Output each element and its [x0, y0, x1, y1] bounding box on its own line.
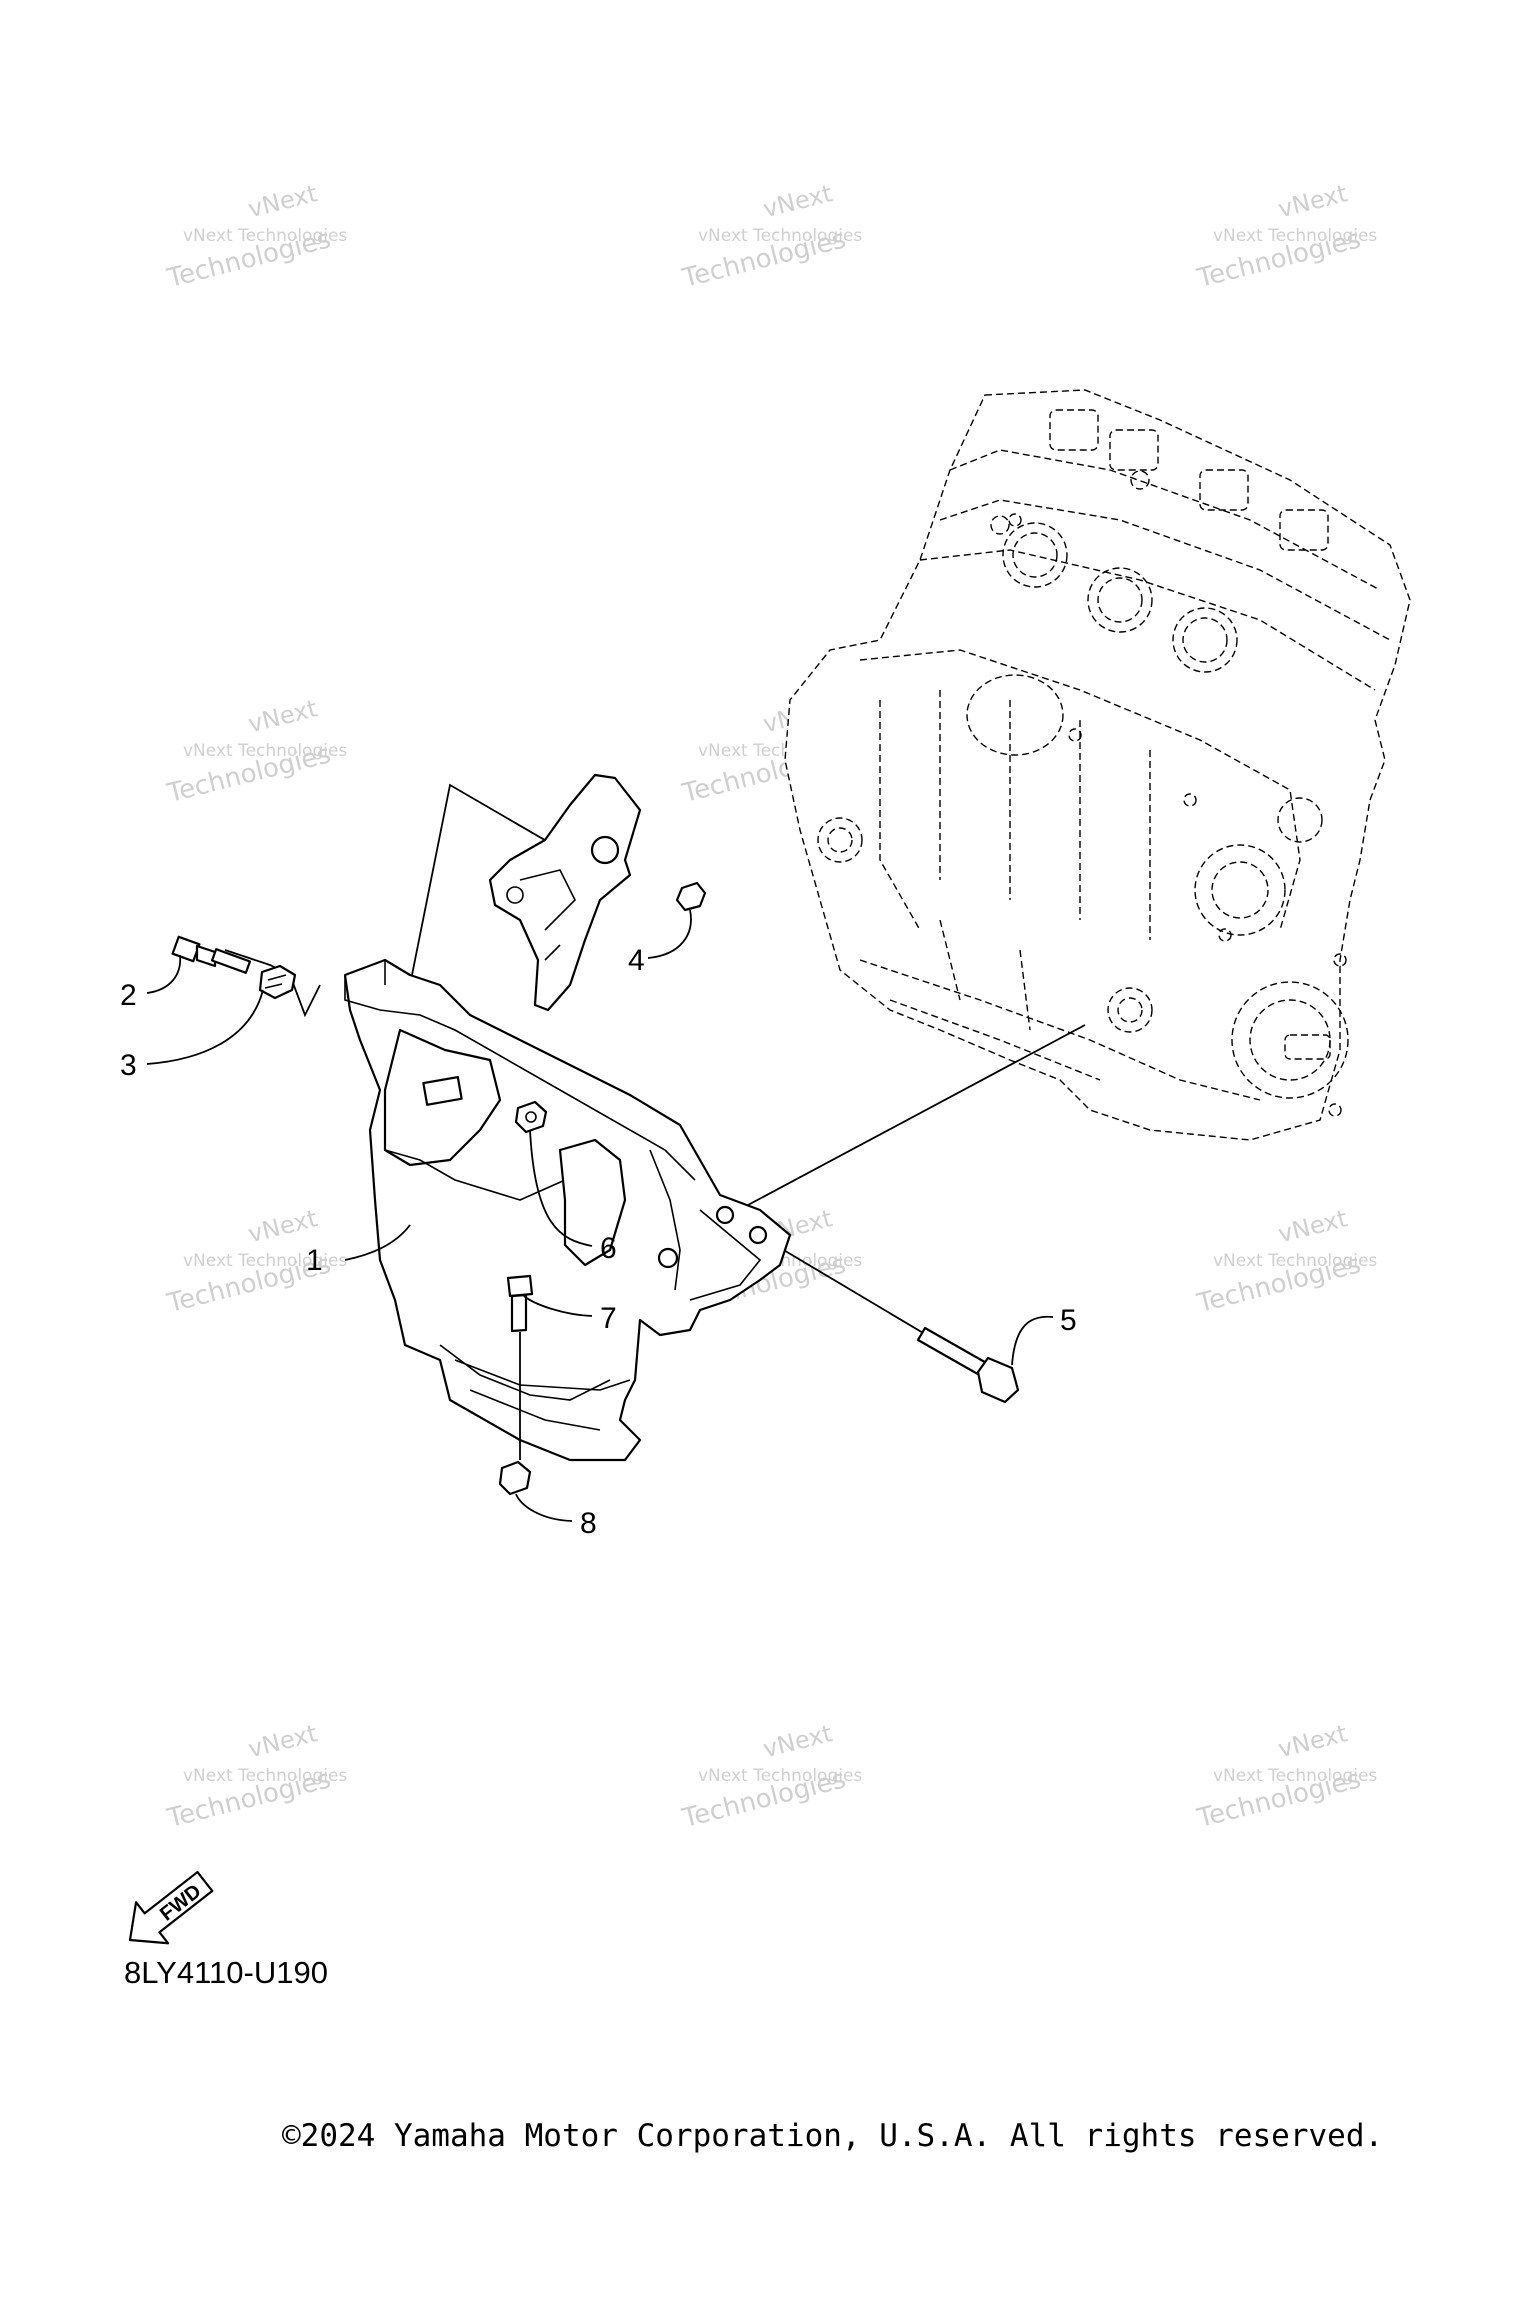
watermark: vNext vNext Technologies Technologies — [1194, 1204, 1378, 1319]
forward-arrow-icon: FWD — [128, 1870, 214, 1945]
watermark: vNext vNext Technologies Technologies — [1194, 179, 1378, 294]
watermark: vNext vNext Technologies Technologies — [679, 1719, 863, 1834]
diagram-code: 8LY4110-U190 — [124, 1955, 328, 1990]
watermark-line1: vNext — [245, 179, 320, 223]
watermark-line2: vNext Technologies — [1213, 1251, 1377, 1271]
part-5-bolt — [916, 1326, 1020, 1404]
watermark-line1: vNext — [245, 1204, 320, 1248]
watermark-line1: vNext — [1275, 179, 1350, 223]
watermark-line2: vNext Technologies — [698, 1766, 862, 1786]
watermark: vNext vNext Technologies Technologies — [164, 179, 348, 294]
watermark-line1: vNext — [245, 1719, 320, 1763]
engine-reference-outline — [784, 389, 1411, 1141]
part-8-nut — [498, 1460, 532, 1496]
part-4-nut — [675, 881, 707, 912]
callout-7: 7 — [600, 1302, 617, 1335]
watermark-line1: vNext — [1275, 1719, 1350, 1763]
upper-bracket — [488, 773, 642, 1012]
callout-leaders — [146, 909, 1054, 1522]
part-6-nut — [514, 1100, 548, 1134]
callout-5: 5 — [1060, 1304, 1077, 1337]
watermark-line2: vNext Technologies — [1213, 1766, 1377, 1786]
callout-8: 8 — [580, 1507, 597, 1540]
watermark-line2: vNext Technologies — [1213, 226, 1377, 246]
callout-labels: 1 2 3 4 5 6 7 8 — [120, 944, 1077, 1540]
watermark: vNext vNext Technologies Technologies — [164, 1719, 348, 1834]
watermark: vNext vNext Technologies Technologies — [1194, 1719, 1378, 1834]
part-3-clip — [258, 964, 297, 1000]
watermark-line1: vNext — [760, 1719, 835, 1763]
watermark-line1: vNext — [760, 179, 835, 223]
watermark-line2: vNext Technologies — [183, 741, 347, 761]
callout-3: 3 — [120, 1049, 137, 1082]
part-1-bracket — [343, 958, 792, 1462]
callout-1: 1 — [306, 1244, 323, 1277]
callout-4: 4 — [628, 944, 645, 977]
callout-2: 2 — [120, 979, 137, 1012]
copyright-notice: ©2024 Yamaha Motor Corporation, U.S.A. A… — [282, 2118, 1384, 2154]
watermark: vNext vNext Technologies Technologies — [164, 694, 348, 809]
watermark-line2: vNext Technologies — [183, 1251, 347, 1271]
part-7-bolt — [506, 1274, 534, 1333]
watermark: vNext vNext Technologies Technologies — [679, 179, 863, 294]
watermark-line1: vNext — [1275, 1204, 1350, 1248]
watermark-line2: vNext Technologies — [183, 226, 347, 246]
watermark-line1: vNext — [245, 694, 320, 738]
watermark-line2: vNext Technologies — [698, 226, 862, 246]
callout-6: 6 — [600, 1232, 617, 1265]
watermark-line2: vNext Technologies — [183, 1766, 347, 1786]
